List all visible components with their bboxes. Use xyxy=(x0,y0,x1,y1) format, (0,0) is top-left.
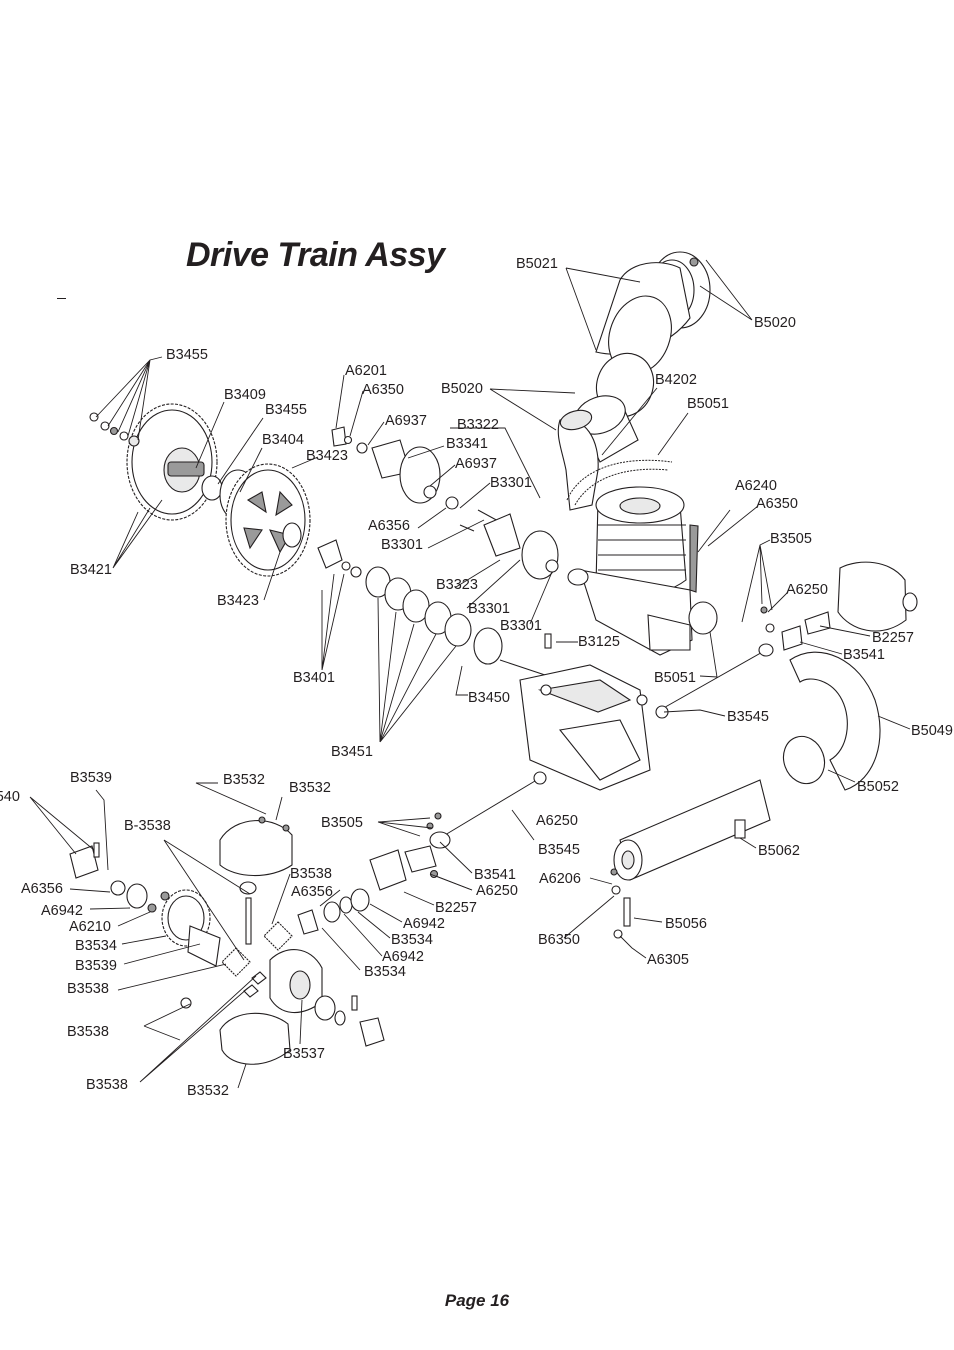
label-b3323: B3323 xyxy=(436,577,478,593)
transmission-illustration xyxy=(519,643,774,791)
label-b3505-right: B3505 xyxy=(770,531,812,547)
label-b3541-right: B3541 xyxy=(843,647,885,663)
label-b3450: B3450 xyxy=(468,690,510,706)
label-b3423: B3423 xyxy=(217,593,259,609)
label-b3301-d: B3301 xyxy=(500,618,542,634)
label-b3505-mid: B3505 xyxy=(321,815,363,831)
label-b3409: B3409 xyxy=(224,387,266,403)
label-b3545-mid: B3545 xyxy=(538,842,580,858)
label-b3322: B3322 xyxy=(457,417,499,433)
label-b3423-top: B3423 xyxy=(306,448,348,464)
label-a6250-low: A6250 xyxy=(476,883,518,899)
label-a6240: A6240 xyxy=(735,478,777,494)
clutch-bell-illustration xyxy=(331,426,559,580)
label-b3541-mid: B3541 xyxy=(474,867,516,883)
label-b3341: B3341 xyxy=(446,436,488,452)
label-a6937-top: A6937 xyxy=(385,413,427,429)
label-b5052: B5052 xyxy=(857,779,899,795)
label-b-3538: B-3538 xyxy=(124,818,171,834)
label-b6350: B6350 xyxy=(538,932,580,948)
label-a6356-low: A6356 xyxy=(291,884,333,900)
clutch-plates-illustration xyxy=(365,566,561,681)
label-a6250-mid: A6250 xyxy=(536,813,578,829)
label-a6356-left: A6356 xyxy=(21,881,63,897)
label-b5020: B5020 xyxy=(441,381,483,397)
label-b3455-top: B3455 xyxy=(166,347,208,363)
label-b3451: B3451 xyxy=(331,744,373,760)
page-number: Page 16 xyxy=(444,1291,510,1310)
label-b5051: B5051 xyxy=(654,670,696,686)
label-a6201: A6201 xyxy=(345,363,387,379)
label-b3545-right: B3545 xyxy=(727,709,769,725)
label-b3401: B3401 xyxy=(293,670,335,686)
label-a6942-mid: A6942 xyxy=(403,916,445,932)
label-a6942-left: A6942 xyxy=(41,903,83,919)
label-b5049: B5049 xyxy=(911,723,953,739)
gear-hub-illustration xyxy=(219,463,362,578)
label-a6356-mid: A6356 xyxy=(368,518,410,534)
label-b3532-top-a: B3532 xyxy=(223,772,265,788)
label-b3532: B3532 xyxy=(187,1083,229,1099)
leader-lines xyxy=(29,259,911,1089)
label-b3534-left: B3534 xyxy=(75,938,117,954)
air-filter-illustration xyxy=(557,251,711,511)
label-b3539: B3539 xyxy=(75,958,117,974)
page-title: Drive Train Assy xyxy=(186,236,445,274)
label-a6210: A6210 xyxy=(69,919,111,935)
engine-illustration xyxy=(544,459,718,656)
label-a6305: A6305 xyxy=(647,952,689,968)
part-labels: B5021 B5020 B5020 B4202 B5051 B3455 B340… xyxy=(0,256,953,1099)
drive-shaft-illustration xyxy=(369,771,547,891)
title-dash xyxy=(57,298,66,299)
label-a6350-top: A6350 xyxy=(362,382,404,398)
label-b2257-right: B2257 xyxy=(872,630,914,646)
label-a6206: A6206 xyxy=(539,871,581,887)
label-a6942-low: A6942 xyxy=(382,949,424,965)
label-b3301-c: B3301 xyxy=(468,601,510,617)
label-b3421: B3421 xyxy=(70,562,112,578)
label-b3534-low: B3534 xyxy=(364,964,406,980)
label-b3301-b: B3301 xyxy=(381,537,423,553)
label-b3538-a: B3538 xyxy=(290,866,332,882)
label-b3540: B3540 xyxy=(0,789,20,805)
label-a6250-right: A6250 xyxy=(786,582,828,598)
label-b2257-mid: B2257 xyxy=(435,900,477,916)
exhaust-illustration xyxy=(610,651,881,939)
label-a6937: A6937 xyxy=(455,456,497,472)
label-b4202: B4202 xyxy=(655,372,697,388)
label-b5056: B5056 xyxy=(665,916,707,932)
label-b3538-b: B3538 xyxy=(67,981,109,997)
label-b3125: B3125 xyxy=(578,634,620,650)
label-a6350: A6350 xyxy=(756,496,798,512)
label-b5020-top: B5020 xyxy=(754,315,796,331)
label-b3301-a: B3301 xyxy=(490,475,532,491)
label-b3455: B3455 xyxy=(265,402,307,418)
label-b5062: B5062 xyxy=(758,843,800,859)
part-illustrations xyxy=(69,251,918,1065)
label-b3534-mid: B3534 xyxy=(391,932,433,948)
label-b3537: B3537 xyxy=(283,1046,325,1062)
label-b5051-top: B5051 xyxy=(687,396,729,412)
label-b3538-c: B3538 xyxy=(67,1024,109,1040)
label-b3538-d: B3538 xyxy=(86,1077,128,1093)
label-b3539-top: B3539 xyxy=(70,770,112,786)
spur-gear-illustration xyxy=(89,403,223,521)
label-b3532-top-b: B3532 xyxy=(289,780,331,796)
front-differential-illustration xyxy=(69,816,385,1065)
rear-differential-illustration xyxy=(760,561,918,651)
label-b5021: B5021 xyxy=(516,256,558,272)
label-b3404: B3404 xyxy=(262,432,304,448)
